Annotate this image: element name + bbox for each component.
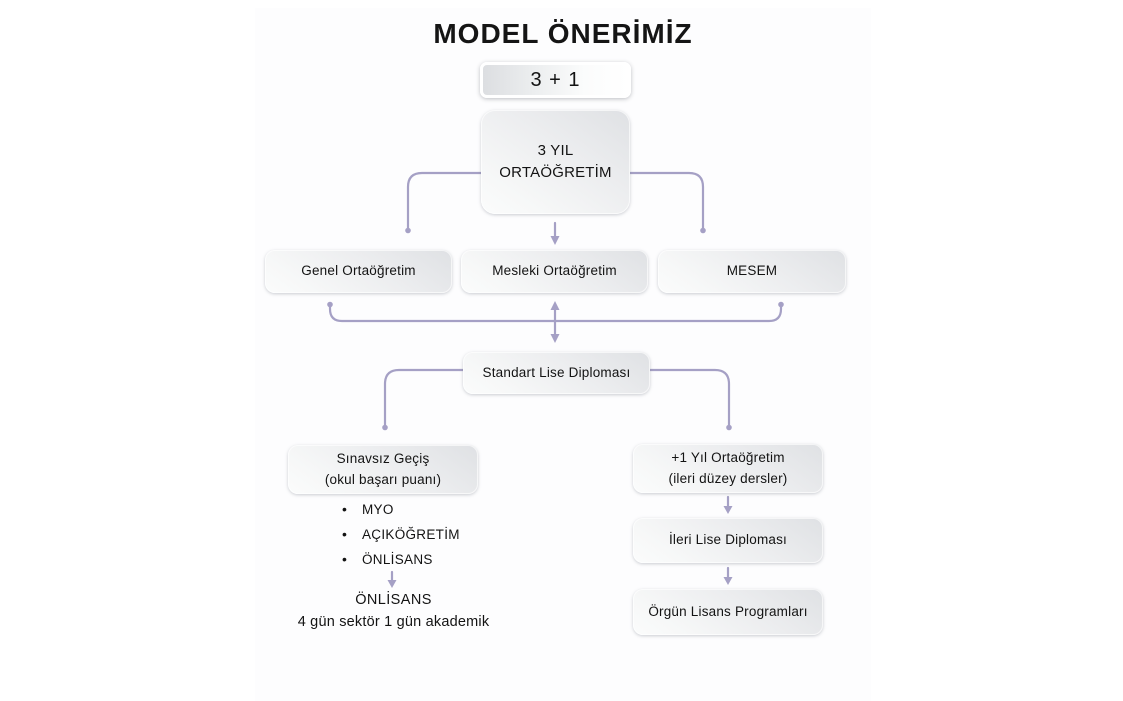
connector-standart-to-plus1 (648, 368, 731, 427)
node-label: Örgün Lisans Programları (648, 603, 808, 619)
node-genel-ortaogretim: Genel Ortaöğretim (265, 250, 452, 293)
node-sinavsiz-gecis: Sınavsız Geçiş (okul başarı puanı) (288, 445, 478, 494)
connector-dot (382, 424, 388, 431)
connector-dot (327, 301, 333, 308)
node-label: Genel Ortaöğretim (301, 263, 416, 279)
node-orgun-lisans-programlari: Örgün Lisans Programları (633, 589, 823, 635)
left-branch-bullet-list: MYO AÇIKÖĞRETİM ÖNLİSANS (340, 501, 510, 577)
page-title: MODEL ÖNERİMİZ (433, 18, 693, 49)
node-label: Sınavsız Geçiş (336, 451, 430, 467)
onlisans-result-title: ÖNLİSANS (355, 592, 432, 608)
node-label: Mesleki Ortaöğretim (492, 263, 617, 279)
node-label: (okul başarı puanı) (324, 471, 442, 487)
connector-dot (700, 227, 706, 234)
node-label: ORTAÖĞRETİM (499, 164, 612, 181)
connector-standart-to-sinavsiz (383, 368, 465, 427)
connector-dot (778, 301, 784, 308)
onlisans-result: ÖNLİSANS 4 gün sektör 1 gün akademik (272, 592, 515, 630)
connector-dot (726, 424, 732, 431)
node-label: (ileri düzey dersler) (668, 470, 788, 486)
node-label: +1 Yıl Ortaöğretim (671, 450, 785, 466)
node-standart-lise-diplomasi: Standart Lise Diploması (463, 352, 650, 394)
list-item: MYO (340, 501, 510, 517)
node-mesleki-ortaogretim: Mesleki Ortaöğretim (461, 250, 648, 293)
node-3-yil-ortaogretim: 3 YIL ORTAÖĞRETİM (481, 110, 630, 214)
arrowhead-down (550, 236, 560, 245)
model-badge-label: 3 + 1 (530, 68, 581, 91)
node-plus1-yil-ortaogretim: +1 Yıl Ortaöğretim (ileri düzey dersler) (633, 444, 823, 493)
arrowhead-up (550, 301, 560, 310)
connector-root-to-mesem (628, 171, 705, 231)
list-item: AÇIKÖĞRETİM (340, 526, 510, 542)
connector-root-to-genel (406, 171, 483, 231)
arrowhead-down (550, 334, 560, 343)
connector-dot (405, 227, 411, 234)
node-mesem: MESEM (658, 250, 846, 293)
node-label: MESEM (726, 263, 778, 279)
connector-merge-bracket (328, 304, 783, 323)
onlisans-result-subtitle: 4 gün sektör 1 gün akademik (297, 614, 490, 630)
node-ileri-lise-diplomasi: İleri Lise Diploması (633, 518, 823, 563)
arrowhead-down (387, 580, 397, 588)
node-label: İleri Lise Diploması (668, 532, 788, 548)
node-label: 3 YIL (537, 141, 574, 159)
model-badge: 3 + 1 (480, 62, 631, 98)
list-item: ÖNLİSANS (340, 551, 510, 567)
node-label: Standart Lise Diploması (482, 364, 631, 380)
arrowhead-down (723, 577, 733, 585)
arrowhead-down (723, 506, 733, 514)
